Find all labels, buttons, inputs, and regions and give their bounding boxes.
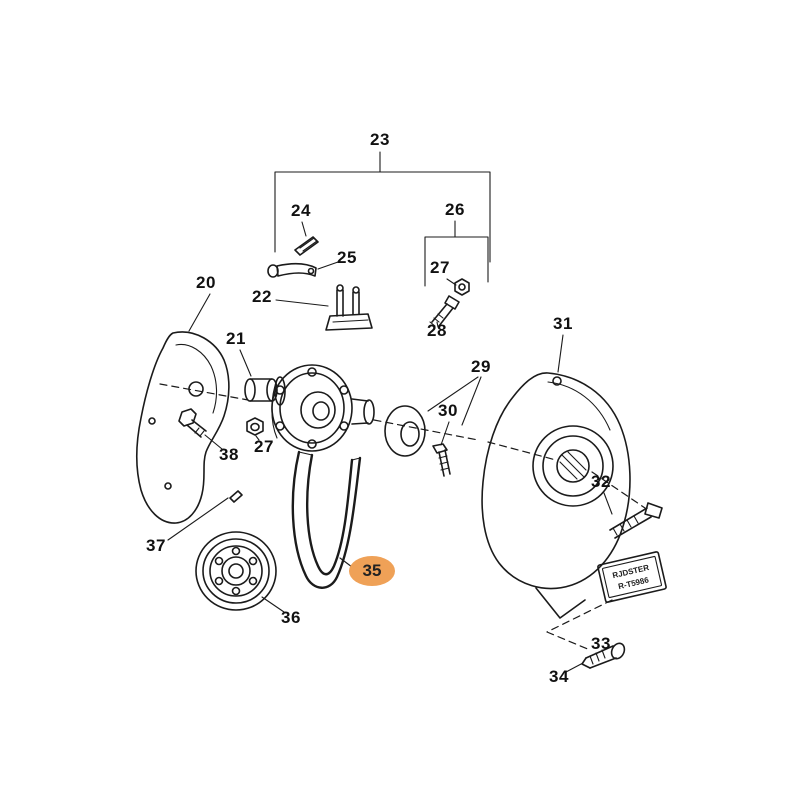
part-label-34[interactable]: 34 <box>549 667 569 686</box>
part-label-31[interactable]: 31 <box>553 314 573 333</box>
serial-plate-drawing: RJDSTER R-T5986 <box>597 551 667 603</box>
part-label-27-upper[interactable]: 27 <box>430 258 450 277</box>
part-37-key-drawing <box>167 490 243 541</box>
part-label-23[interactable]: 23 <box>370 130 390 149</box>
part-27-washer-drawing <box>446 278 470 296</box>
part-label-22[interactable]: 22 <box>252 287 272 306</box>
part-label-29[interactable]: 29 <box>471 357 491 376</box>
part-label-20[interactable]: 20 <box>196 273 216 292</box>
part-21-bushing-drawing <box>239 349 286 406</box>
part-label-25[interactable]: 25 <box>337 248 357 267</box>
part-29-cup-drawing <box>384 376 482 457</box>
part-label-32[interactable]: 32 <box>591 472 611 491</box>
part-badge-35-highlighted[interactable]: 35 <box>349 556 395 586</box>
part-32-bolt-drawing <box>591 471 663 539</box>
part-label-33[interactable]: 33 <box>591 634 611 653</box>
part-30-bolt-drawing <box>432 421 451 477</box>
part-33-screw-drawing <box>546 599 626 669</box>
part-31-housing-drawing <box>481 334 631 619</box>
part-label-21[interactable]: 21 <box>226 329 246 348</box>
part-label-27-lower[interactable]: 27 <box>254 437 274 456</box>
part-27-nut-drawing <box>246 417 264 441</box>
part-label-30[interactable]: 30 <box>438 401 458 420</box>
part-35-belt-drawing <box>291 450 362 589</box>
part-label-28[interactable]: 28 <box>427 321 447 340</box>
clutch-assembly-drawing <box>271 364 375 452</box>
part-20-cover-plate-drawing <box>136 293 230 524</box>
part-24-pin-drawing <box>294 221 319 256</box>
part-label-24[interactable]: 24 <box>291 201 311 220</box>
part-label-37[interactable]: 37 <box>146 536 166 555</box>
part-38-bolt-drawing <box>178 408 223 450</box>
callout-bracket-26 <box>424 220 489 287</box>
centerline-drawing <box>159 383 557 461</box>
part-25-lever-drawing <box>267 261 339 278</box>
part-34-screw-drawing <box>565 662 584 673</box>
part-28-bolt-drawing <box>429 295 460 328</box>
part-label-26[interactable]: 26 <box>445 200 465 219</box>
part-label-38[interactable]: 38 <box>219 445 239 464</box>
part-22-bracket-drawing <box>275 284 373 331</box>
callout-bracket-23 <box>274 151 491 263</box>
part-label-36[interactable]: 36 <box>281 608 301 627</box>
part-36-pulley-drawing <box>195 531 285 613</box>
